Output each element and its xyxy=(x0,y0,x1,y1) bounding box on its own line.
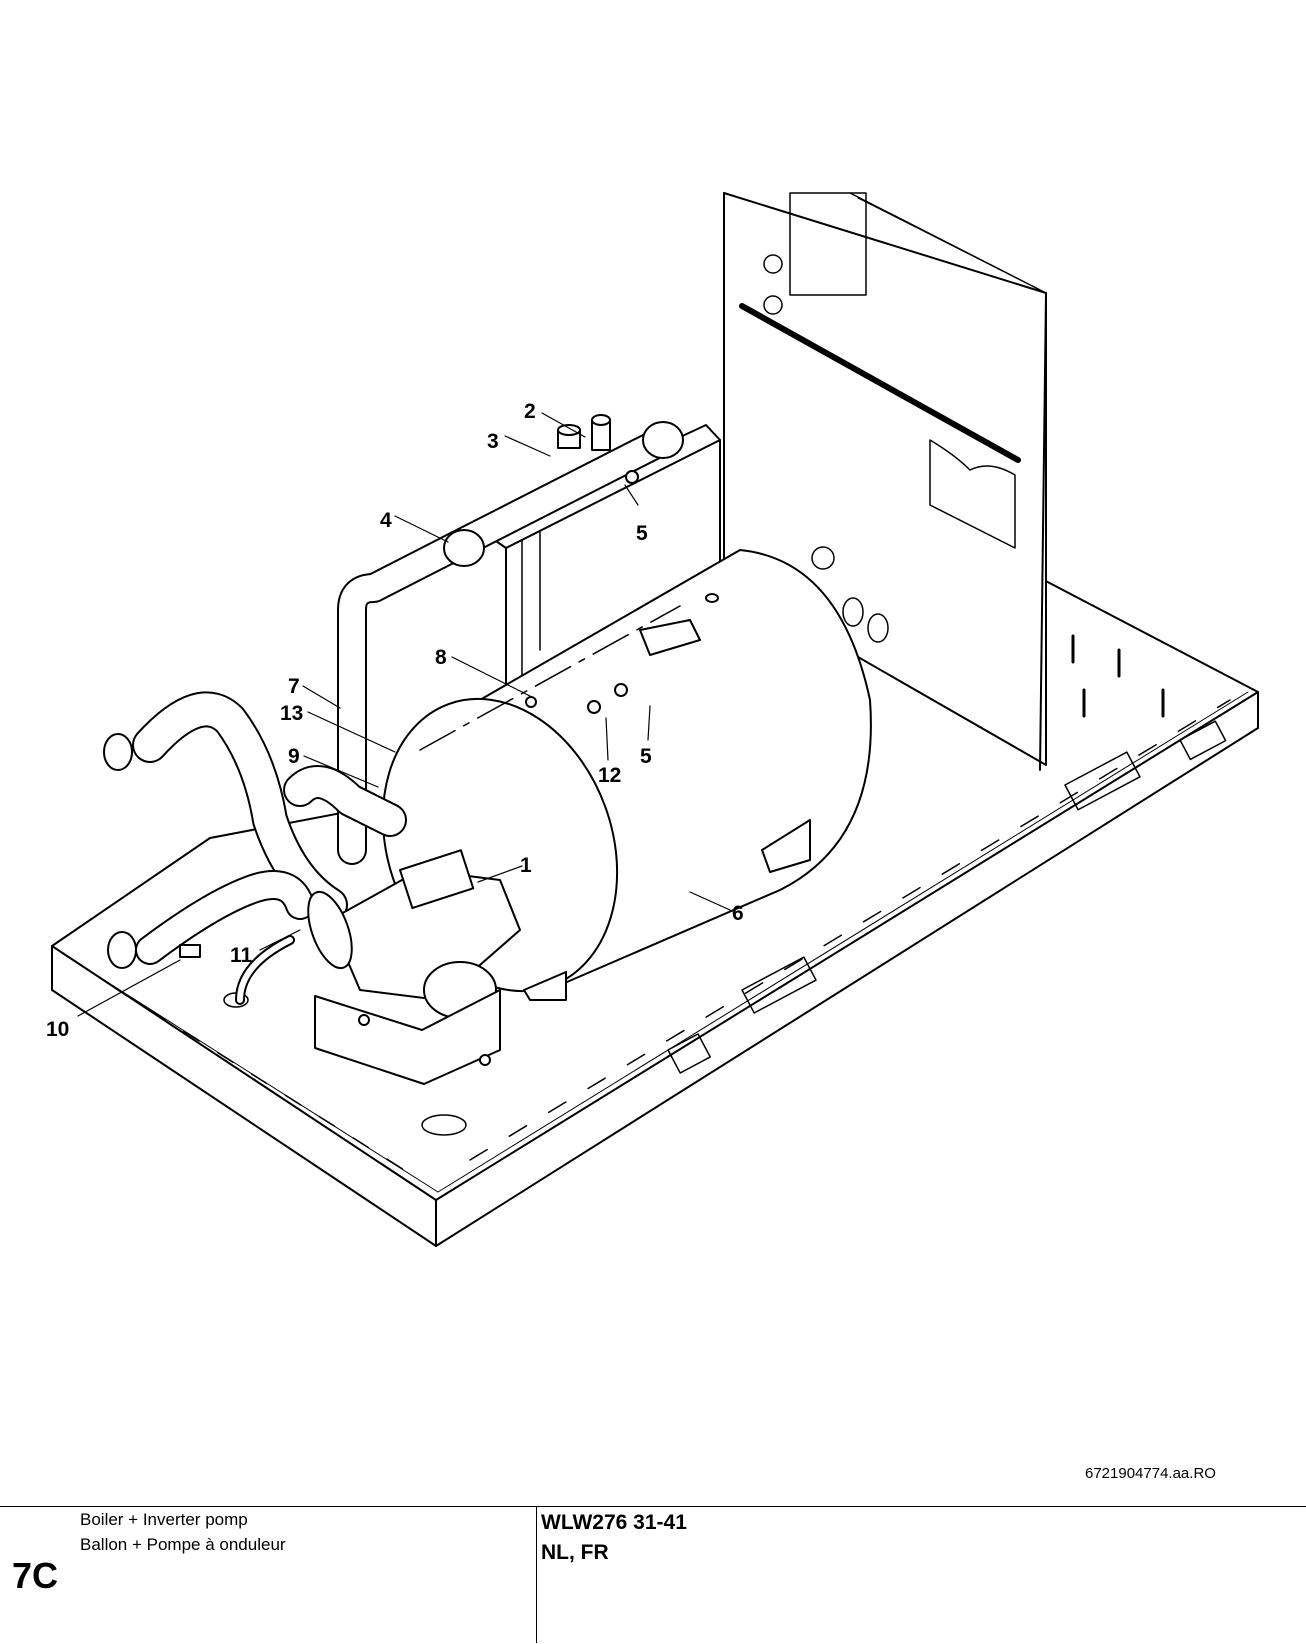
callout-9: 9 xyxy=(288,745,300,768)
drawing-id: 6721904774.aa.RO xyxy=(1085,1465,1216,1482)
callout-6: 6 xyxy=(732,902,744,925)
title-block xyxy=(0,1506,1306,1644)
upper-pipe xyxy=(337,414,684,865)
callout-11: 11 xyxy=(230,944,253,967)
leader-lines xyxy=(77,412,731,1017)
callout-3: 3 xyxy=(487,430,499,453)
callout-2: 2 xyxy=(524,400,536,423)
inverter-pump xyxy=(307,849,521,1085)
inlet-pipe xyxy=(103,691,407,1005)
exploded-view-drawing: 1 2 3 4 5 5 6 7 8 9 10 11 12 13 xyxy=(46,192,1259,1247)
callout-13: 13 xyxy=(280,702,303,725)
description-nl: Boiler + Inverter pomp xyxy=(80,1510,248,1529)
callout-5-lower: 5 xyxy=(640,745,652,768)
model-number: WLW276 31-41 xyxy=(541,1511,687,1534)
callout-12: 12 xyxy=(598,764,621,787)
callout-4: 4 xyxy=(380,509,392,532)
title-block-divider xyxy=(536,1506,537,1643)
callout-5-upper: 5 xyxy=(636,522,648,545)
callout-1: 1 xyxy=(520,854,532,877)
description-fr: Ballon + Pompe à onduleur xyxy=(80,1535,286,1554)
callout-7: 7 xyxy=(288,675,300,698)
language-codes: NL, FR xyxy=(541,1541,609,1564)
callout-10: 10 xyxy=(46,1018,69,1041)
callouts: 1 2 3 4 5 5 6 7 8 9 10 11 12 13 xyxy=(46,400,744,1041)
section-code: 7C xyxy=(12,1555,59,1596)
callout-8: 8 xyxy=(435,646,447,669)
